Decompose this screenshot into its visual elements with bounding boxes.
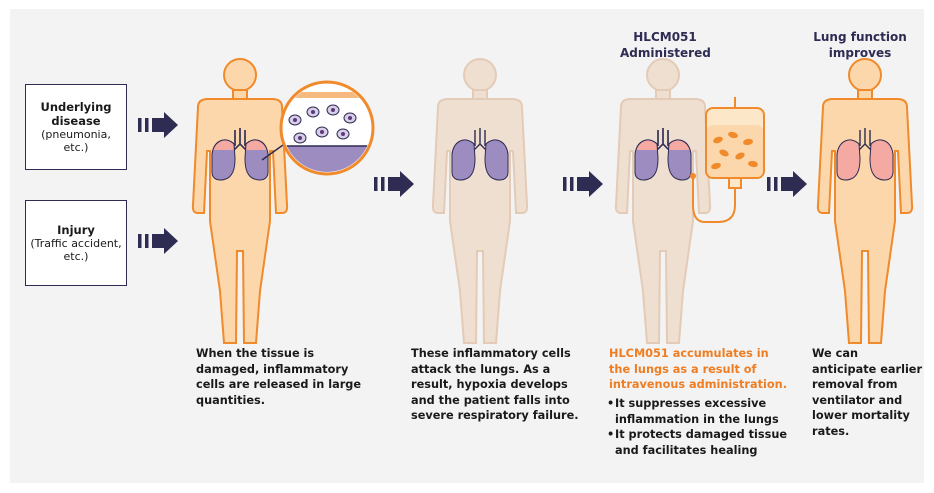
flow-arrow-5 xyxy=(767,171,807,197)
cause-subtitle: (pneumonia, etc.) xyxy=(36,128,116,154)
flow-arrow-3 xyxy=(374,171,414,197)
heading-administered: HLCM051 Administered xyxy=(620,29,710,61)
cause-title: Underlying disease xyxy=(36,100,116,128)
cause-title: Injury xyxy=(57,223,95,237)
stage-3-bullet-list: •It suppresses excessive inflammation in… xyxy=(607,396,799,458)
body-figure-2 xyxy=(433,59,527,343)
caption-stage-2: These inflammatory cells attack the lung… xyxy=(411,346,589,424)
cause-subtitle: (Traffic accident, etc.) xyxy=(28,237,124,263)
cause-box-underlying-disease: Underlying disease (pneumonia, etc.) xyxy=(25,84,127,170)
magnifier-icon xyxy=(280,82,380,176)
heading-improves: Lung function improves xyxy=(810,29,910,61)
caption-stage-4: We can anticipate earlier removal from v… xyxy=(812,346,924,439)
flow-arrow-2 xyxy=(138,228,178,254)
bullet-item: •It suppresses excessive inflammation in… xyxy=(607,396,799,427)
caption-stage-1: When the tissue is damaged, inflammatory… xyxy=(196,346,368,408)
bullet-text: It protects damaged tissue and facilitat… xyxy=(615,427,799,458)
body-figure-1 xyxy=(193,59,380,343)
bullet-text: It suppresses excessive inflammation in … xyxy=(615,396,799,427)
flow-arrow-1 xyxy=(138,112,178,138)
flow-arrow-4 xyxy=(563,171,603,197)
caption-stage-3-highlight: HLCM051 accumulates in the lungs as a re… xyxy=(609,346,789,393)
body-figure-4 xyxy=(818,59,912,343)
cause-box-injury: Injury (Traffic accident, etc.) xyxy=(25,200,127,286)
body-figure-3 xyxy=(616,59,764,343)
bullet-item: •It protects damaged tissue and facilita… xyxy=(607,427,799,458)
